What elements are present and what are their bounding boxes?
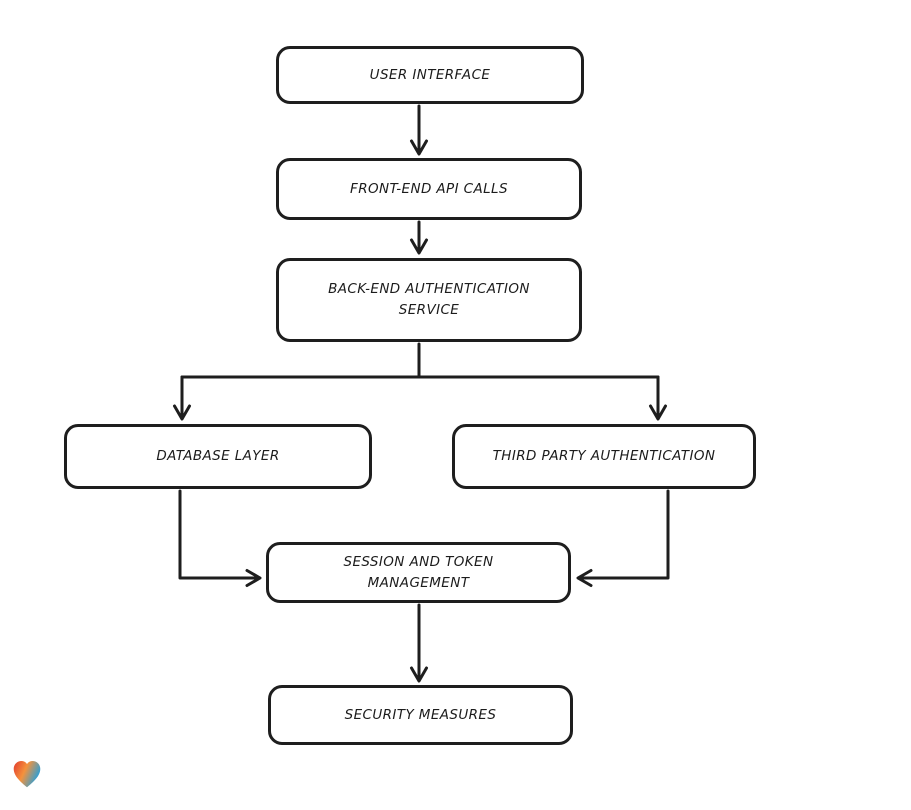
heart-logo[interactable] [10,757,44,791]
node-front-end-api-calls[interactable]: FRONT-END API CALLS [276,158,582,220]
node-third-party-authentication-label: THIRD PARTY AUTHENTICATION [492,448,716,465]
edge-ui-to-frontend [410,104,428,156]
edge-database-to-session [178,489,262,587]
edge-frontend-to-backend [410,220,428,255]
node-user-interface[interactable]: USER INTERFACE [276,46,584,104]
edge-branch-to-thirdparty [649,375,667,421]
node-front-end-api-calls-label: FRONT-END API CALLS [350,180,508,197]
edge-thirdparty-to-session [576,489,670,587]
node-database-layer[interactable]: DATABASE LAYER [64,424,372,489]
node-session-and-token-management[interactable]: SESSION AND TOKEN MANAGEMENT [266,542,571,603]
edge-branch-to-database [173,375,191,421]
node-database-layer-label: DATABASE LAYER [156,448,280,465]
node-security-measures[interactable]: SECURITY MEASURES [268,685,573,745]
node-user-interface-label: USER INTERFACE [369,66,491,83]
node-session-and-token-management-label: SESSION AND TOKEN MANAGEMENT [343,553,494,591]
node-third-party-authentication[interactable]: THIRD PARTY AUTHENTICATION [452,424,756,489]
edge-backend-branch [180,342,660,379]
node-security-measures-label: SECURITY MEASURES [344,706,497,723]
edge-session-to-security [410,603,428,683]
node-back-end-authentication-service-label: BACK-END AUTHENTICATION SERVICE [328,281,530,318]
node-back-end-authentication-service[interactable]: BACK-END AUTHENTICATION SERVICE [276,258,582,342]
